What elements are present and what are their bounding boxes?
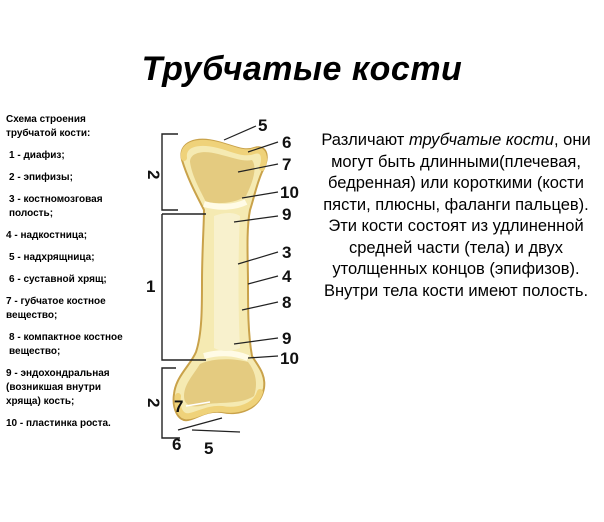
label-4: 4 [282, 267, 292, 286]
spongy-bone-bottom [184, 359, 256, 407]
label-6-top: 6 [282, 133, 291, 152]
growth-plate-top [203, 199, 248, 210]
medullary-cavity [214, 213, 240, 351]
legend-item-6: 6 - суставной хрящ; [9, 274, 107, 285]
legend-item-2: 2 - эпифизы; [9, 172, 73, 183]
articular-cartilage-top [180, 139, 267, 171]
label-5-top: 5 [258, 116, 267, 135]
legend-item-4: 4 - надкостница; [6, 230, 88, 241]
bracket-diaphysis [161, 213, 206, 361]
page-title: Трубчатые кости [141, 50, 463, 88]
description: Различают трубчатые кости, они могут быт… [316, 130, 596, 302]
growth-plate-bottom [203, 350, 250, 361]
bracket-label-mid: 1 [146, 277, 155, 296]
legend-item-8: 8 - компактное костное вещество; [9, 332, 123, 357]
label-9-top: 9 [282, 205, 291, 224]
label-3: 3 [282, 243, 291, 262]
label-7-bottom: 7 [174, 397, 183, 416]
label-7-top: 7 [282, 155, 291, 174]
bracket-label-top: 2 [144, 170, 163, 179]
articular-cartilage-bottom [174, 389, 263, 420]
label-6-bottom: 6 [172, 435, 181, 454]
spongy-bone-top [190, 152, 255, 204]
legend-item-7: 7 - губчатое костное вещество; [6, 296, 106, 321]
description-intro: Различают [321, 131, 409, 149]
legend-item-5: 5 - надхрящница; [9, 252, 95, 263]
description-term: трубчатые кости [408, 131, 554, 149]
legend: Схема строения трубчатой кости: 1 - диаф… [6, 113, 134, 439]
legend-item-3: 3 - костномозговая полость; [9, 194, 103, 219]
legend-heading: Схема строения трубчатой кости: [6, 114, 91, 139]
label-10-top: 10 [280, 183, 299, 202]
bracket-label-bottom: 2 [144, 398, 163, 407]
label-5-bottom: 5 [204, 439, 213, 458]
legend-item-10: 10 - пластинка роста. [6, 418, 111, 429]
legend-item-1: 1 - диафиз; [9, 150, 65, 161]
label-10-bottom: 10 [280, 349, 299, 368]
bone-diagram: 2 1 2 5 6 7 10 9 3 4 8 9 10 7 6 5 [144, 116, 299, 458]
label-9-bottom: 9 [282, 329, 291, 348]
description-body: , они могут быть длинными(плечевая, бедр… [323, 131, 591, 300]
legend-item-9: 9 - эндохондральная (возникшая внутри хр… [6, 368, 110, 407]
label-8: 8 [282, 293, 291, 312]
bracket-epiphysis-bottom [161, 367, 180, 439]
bracket-epiphysis-top [161, 133, 178, 211]
